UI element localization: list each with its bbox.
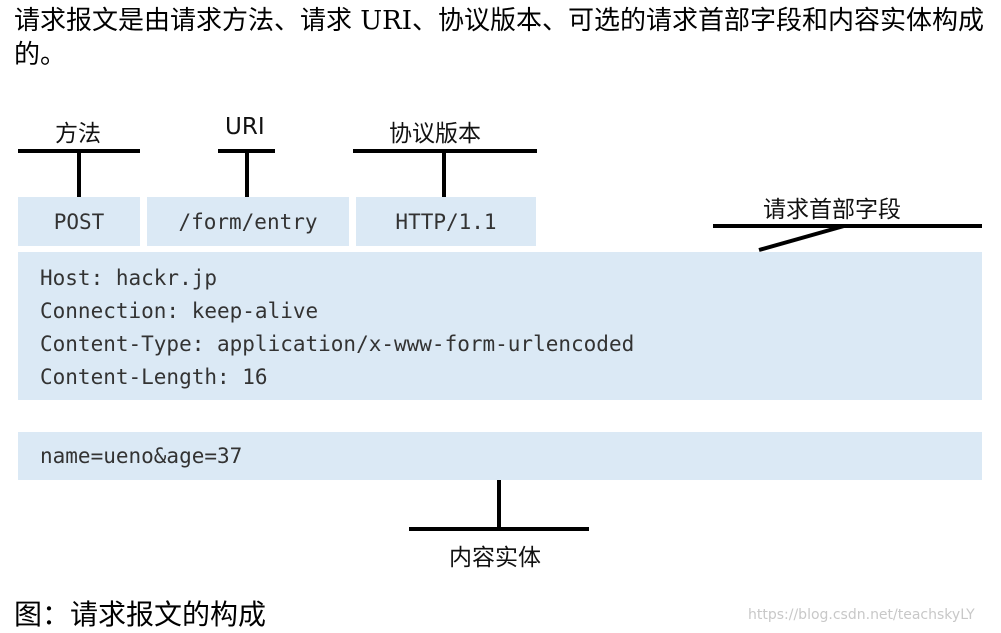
- label-protocol-version: 协议版本: [389, 121, 481, 147]
- header-line: Content-Type: application/x-www-form-url…: [40, 332, 635, 356]
- content-entity-text: name=ueno&age=37: [40, 444, 243, 468]
- request-uri-cell: /form/entry: [147, 197, 349, 246]
- label-method: 方法: [55, 121, 101, 147]
- label-content-entity: 内容实体: [449, 545, 541, 571]
- intro-paragraph: 请求报文是由请求方法、请求 URI、协议版本、可选的请求首部字段和内容实体构成的…: [14, 6, 985, 70]
- request-headers-box: Host: hackr.jp Connection: keep-alive Co…: [18, 252, 982, 400]
- label-request-headers: 请求首部字段: [763, 197, 901, 223]
- header-line: Connection: keep-alive: [40, 299, 319, 323]
- watermark: https://blog.csdn.net/teachskyLY: [748, 607, 975, 623]
- label-uri: URI: [225, 114, 265, 140]
- header-line: Host: hackr.jp: [40, 266, 218, 290]
- headers-bracket-pointer: [758, 224, 845, 252]
- request-method-cell: POST: [18, 197, 140, 246]
- header-line: Content-Length: 16: [40, 365, 268, 389]
- protocol-version-cell: HTTP/1.1: [356, 197, 536, 246]
- figure-caption: 图：请求报文的构成: [14, 598, 267, 631]
- content-entity-box: name=ueno&age=37: [18, 432, 982, 480]
